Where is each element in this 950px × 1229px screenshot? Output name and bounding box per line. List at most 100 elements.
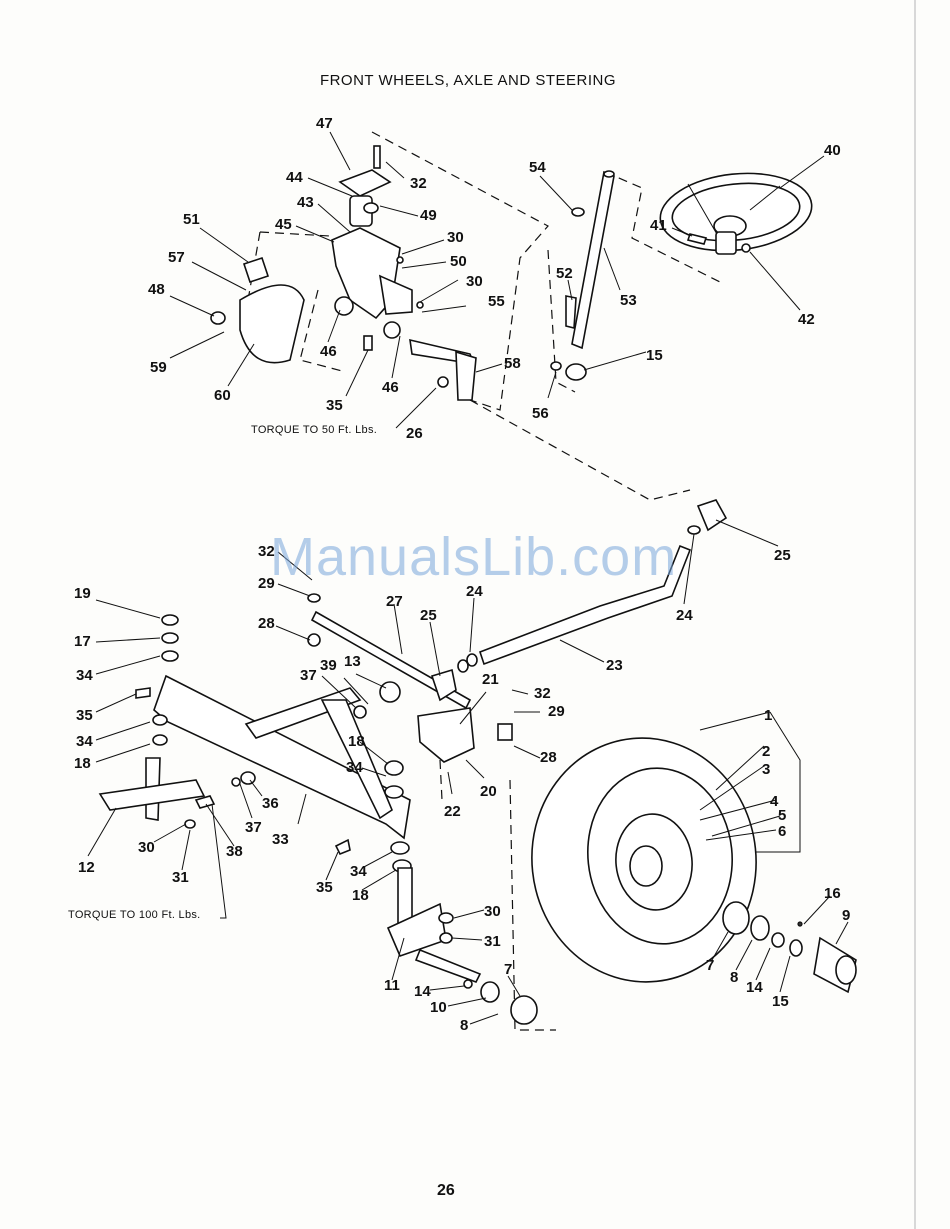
callout-20: 20 <box>480 783 497 800</box>
callout-56: 56 <box>532 405 549 422</box>
callout-25: 25 <box>420 607 437 624</box>
callout-11: 11 <box>384 977 400 994</box>
callout-40: 40 <box>824 142 841 159</box>
callout-30: 30 <box>447 229 464 246</box>
callout-18: 18 <box>348 733 365 750</box>
callout-34: 34 <box>76 667 93 684</box>
callout-50: 50 <box>450 253 467 270</box>
page-number: 26 <box>437 1182 455 1199</box>
front-axle <box>98 614 513 873</box>
callout-53: 53 <box>620 292 637 309</box>
callout-45: 45 <box>275 216 292 233</box>
callout-24: 24 <box>676 607 693 624</box>
callout-37: 37 <box>245 819 262 836</box>
callout-41: 41 <box>650 217 667 234</box>
callout-31: 31 <box>484 933 501 950</box>
callout-58: 58 <box>504 355 521 372</box>
callout-60: 60 <box>214 387 231 404</box>
callout-30: 30 <box>466 273 483 290</box>
spindle <box>386 867 538 1025</box>
callout-15: 15 <box>646 347 663 364</box>
callout-27: 27 <box>386 593 403 610</box>
callout-4: 4 <box>770 793 779 810</box>
callout-29: 29 <box>258 575 275 592</box>
callout-44: 44 <box>286 169 303 186</box>
callout-49: 49 <box>420 207 437 224</box>
callout-33: 33 <box>272 831 289 848</box>
callout-47: 47 <box>316 115 333 132</box>
callout-26: 26 <box>406 425 423 442</box>
callout-3: 3 <box>762 761 770 778</box>
callout-8: 8 <box>460 1017 468 1034</box>
callout-24: 24 <box>466 583 483 600</box>
callout-25: 25 <box>774 547 791 564</box>
callout-12: 12 <box>78 859 95 876</box>
callout-7: 7 <box>504 961 512 978</box>
page-title: FRONT WHEELS, AXLE AND STEERING <box>319 72 617 89</box>
steering-column-upper <box>210 145 477 401</box>
callout-14: 14 <box>414 983 431 1000</box>
callout-19: 19 <box>74 585 91 602</box>
callout-36: 36 <box>262 795 279 812</box>
callout-32: 32 <box>258 543 275 560</box>
callout-16: 16 <box>824 885 841 902</box>
callout-39: 39 <box>320 657 337 674</box>
callout-18: 18 <box>352 887 369 904</box>
callout-54: 54 <box>529 159 546 176</box>
assembly-dash-lines <box>247 131 721 1031</box>
callout-23: 23 <box>606 657 623 674</box>
callout-22: 22 <box>444 803 461 820</box>
steering-shaft-and-wheel <box>550 170 813 381</box>
callout-35: 35 <box>316 879 333 896</box>
callout-29: 29 <box>548 703 565 720</box>
callout-46: 46 <box>320 343 337 360</box>
callout-34: 34 <box>346 759 363 776</box>
callout-numbers: 47 32 44 43 49 45 30 50 51 57 30 55 48 5… <box>74 115 850 1034</box>
callout-17: 17 <box>74 633 91 650</box>
drag-link-and-tierod <box>307 499 728 710</box>
callout-35: 35 <box>326 397 343 414</box>
callout-10: 10 <box>430 999 447 1016</box>
callout-43: 43 <box>297 194 314 211</box>
callout-35: 35 <box>76 707 93 724</box>
leader-lines <box>87 131 849 1025</box>
callout-21: 21 <box>482 671 499 688</box>
callout-15: 15 <box>772 993 789 1010</box>
callout-7: 7 <box>706 957 714 974</box>
callout-59: 59 <box>150 359 167 376</box>
callout-52: 52 <box>556 265 573 282</box>
callout-6: 6 <box>778 823 786 840</box>
callout-14: 14 <box>746 979 763 996</box>
callout-13: 13 <box>344 653 361 670</box>
torque-note-100: TORQUE TO 100 Ft. Lbs. <box>68 909 201 921</box>
callout-5: 5 <box>778 807 786 824</box>
callout-37: 37 <box>300 667 317 684</box>
page-edge-line <box>914 0 916 1229</box>
callout-48: 48 <box>148 281 165 298</box>
callout-8: 8 <box>730 969 738 986</box>
callout-28: 28 <box>540 749 557 766</box>
callout-1: 1 <box>764 707 772 724</box>
callout-30: 30 <box>138 839 155 856</box>
callout-28: 28 <box>258 615 275 632</box>
callout-2: 2 <box>762 743 770 760</box>
callout-34: 34 <box>76 733 93 750</box>
callout-34: 34 <box>350 863 367 880</box>
callout-46: 46 <box>382 379 399 396</box>
callout-32: 32 <box>410 175 427 192</box>
callout-51: 51 <box>183 211 200 228</box>
torque-note-50: TORQUE TO 50 Ft. Lbs. <box>251 424 378 436</box>
callout-57: 57 <box>168 249 185 266</box>
wheel-assembly <box>531 737 857 994</box>
callout-18: 18 <box>74 755 91 772</box>
callout-55: 55 <box>488 293 505 310</box>
callout-38: 38 <box>226 843 243 860</box>
callout-31: 31 <box>172 869 189 886</box>
callout-30: 30 <box>484 903 501 920</box>
callout-32: 32 <box>534 685 551 702</box>
callout-42: 42 <box>798 311 815 328</box>
callout-9: 9 <box>842 907 850 924</box>
watermark: ManualsLib.com <box>270 527 678 587</box>
